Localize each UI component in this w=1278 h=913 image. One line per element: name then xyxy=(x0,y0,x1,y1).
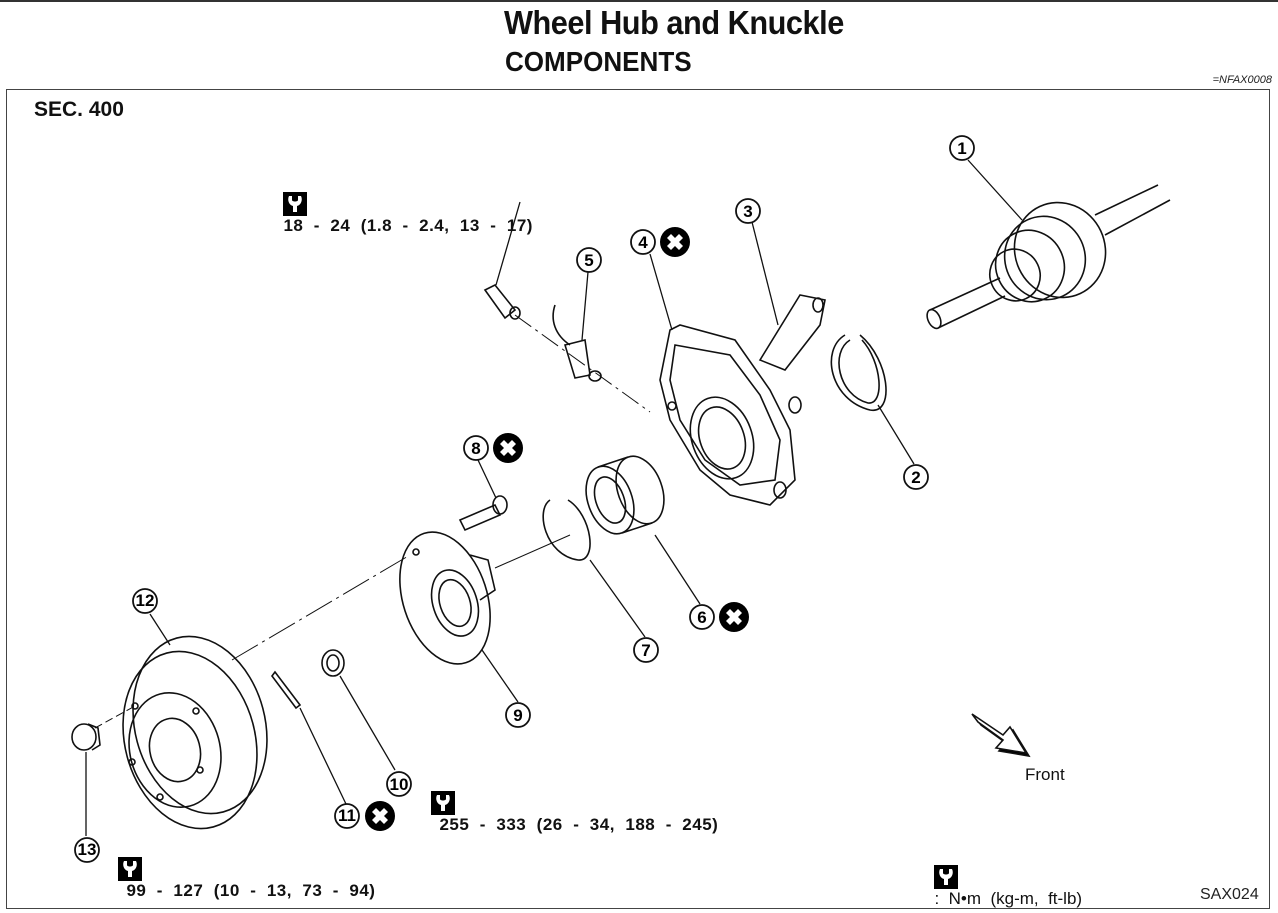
leader-lines xyxy=(85,159,1023,836)
callout-10: 10 xyxy=(386,771,412,797)
diagram-frame xyxy=(6,89,1270,909)
callout-12: 12 xyxy=(132,588,158,614)
torque-wrench-icon xyxy=(934,865,959,889)
front-label: Front xyxy=(1025,765,1065,784)
callout-2: 2 xyxy=(903,464,929,490)
torque-legend: : N•m (kg-m, ft-lb) xyxy=(925,845,1082,909)
callout-1: 1 xyxy=(949,135,975,161)
callout-6: 6 xyxy=(689,604,715,630)
callout-9: 9 xyxy=(505,702,531,728)
section-label: SEC. 400 xyxy=(34,98,124,121)
torque-spec-nut: 255 - 333 (26 - 34, 188 - 245) xyxy=(421,771,718,835)
do-not-reuse-icon xyxy=(660,227,690,257)
svg-text:2: 2 xyxy=(911,468,920,487)
do-not-reuse-icon xyxy=(365,801,395,831)
svg-text:3: 3 xyxy=(743,202,752,221)
sensor-part xyxy=(483,283,602,382)
svg-text:4: 4 xyxy=(638,233,648,252)
svg-text:1: 1 xyxy=(957,139,966,158)
torque-wrench-icon xyxy=(118,857,143,881)
svg-text:12: 12 xyxy=(136,591,155,610)
page-title: Wheel Hub and Knuckle xyxy=(504,4,844,41)
svg-text:13: 13 xyxy=(78,840,97,859)
front-arrow-icon xyxy=(971,713,1031,758)
torque-wrench-icon xyxy=(431,791,456,815)
nut-part xyxy=(321,649,345,677)
do-not-reuse-icon xyxy=(493,433,523,463)
torque-wrench-icon xyxy=(283,192,308,216)
callout-11: 11 xyxy=(334,803,360,829)
do-not-reuse-icon xyxy=(719,602,749,632)
callout-3: 3 xyxy=(735,198,761,224)
svg-text:11: 11 xyxy=(338,806,356,825)
svg-text:5: 5 xyxy=(584,251,593,270)
callout-5: 5 xyxy=(576,247,602,273)
callout-8: 8 xyxy=(463,435,489,461)
wheel-bearing-part xyxy=(585,455,665,535)
top-rule xyxy=(0,0,1278,2)
svg-text:8: 8 xyxy=(471,439,480,458)
svg-text:6: 6 xyxy=(697,608,706,627)
page-subtitle: COMPONENTS xyxy=(505,46,692,77)
callout-13: 13 xyxy=(74,837,100,863)
figure-id: SAX024 xyxy=(1200,886,1259,903)
callout-7: 7 xyxy=(633,637,659,663)
torque-spec-wheel-nut: 99 - 127 (10 - 13, 73 - 94) xyxy=(108,837,375,901)
knuckle-part xyxy=(659,294,826,506)
wheel-hub-part xyxy=(399,531,496,665)
svg-text:10: 10 xyxy=(390,775,409,794)
snap-ring-2-part xyxy=(830,334,887,411)
cotter-pin-part xyxy=(271,670,302,710)
snap-ring-7-part xyxy=(542,499,591,561)
doc-id: =NFAX0008 xyxy=(1212,74,1272,86)
svg-text:7: 7 xyxy=(641,641,650,660)
wheel-nut-part xyxy=(71,723,101,751)
callout-4: 4 xyxy=(630,229,656,255)
callouts: 1 2 3 4 5 6 7 8 9 10 11 12 13 xyxy=(74,135,975,863)
hub-bolt-part xyxy=(458,495,508,532)
svg-text:9: 9 xyxy=(513,706,522,725)
torque-spec-bolt: 18 - 24 (1.8 - 2.4, 13 - 17) xyxy=(273,172,533,236)
drive-shaft-part xyxy=(926,184,1171,330)
rotor-part xyxy=(122,635,268,830)
